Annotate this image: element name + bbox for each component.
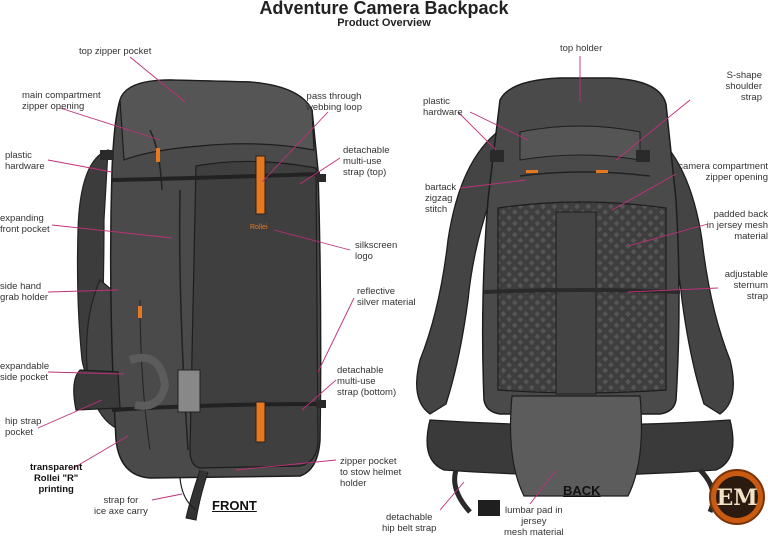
- front-view-label: FRONT: [212, 498, 257, 513]
- label-sternum-strap: adjustable sternum strap: [724, 269, 768, 302]
- label-side-hand-grab: side hand grab holder: [0, 281, 49, 303]
- label-back-plastic-hardware: plastic hardware: [423, 96, 463, 118]
- label-padded-back: padded back in jersey mesh material: [706, 209, 768, 242]
- label-reflective-material: reflective silver material: [357, 286, 416, 308]
- label-s-shape-strap: S-shape shoulder strap: [725, 70, 762, 103]
- label-top-holder: top holder: [560, 43, 603, 54]
- label-pass-through-loop: pass through webbing loop: [306, 91, 362, 113]
- label-bartack-stitch: bartack zigzag stitch: [425, 182, 457, 215]
- front-brand-logo: Rollei: [250, 224, 268, 231]
- label-front-plastic-hardware: plastic hardware: [5, 150, 45, 172]
- label-expandable-side-pocket: expandable side pocket: [0, 361, 50, 383]
- label-top-zipper-pocket: top zipper pocket: [79, 46, 152, 57]
- label-detachable-strap-bottom: detachable multi-use strap (bottom): [337, 365, 397, 398]
- em-logo-text: EM: [716, 485, 757, 511]
- front-backpack: [73, 79, 326, 521]
- label-camera-compartment: camera compartment zipper opening: [678, 161, 768, 183]
- label-detachable-strap-top: detachable multi-use strap (top): [343, 145, 390, 178]
- leader-lines: [37, 56, 719, 511]
- diagram-subtitle: Product Overview: [337, 17, 431, 29]
- label-hip-strap-pocket: hip strap pocket: [5, 416, 42, 438]
- em-logo-icon: EM: [709, 469, 765, 525]
- label-expanding-front-pocket: expanding front pocket: [0, 213, 50, 235]
- back-view-label: BACK: [563, 483, 601, 498]
- label-hip-belt-strap: detachable hip belt strap: [382, 512, 437, 534]
- label-silkscreen-logo: silkscreen logo: [355, 240, 398, 262]
- label-zipper-pocket-helmet: zipper pocket to stow helmet holder: [340, 456, 402, 489]
- label-main-compartment: main compartment zipper opening: [22, 90, 101, 112]
- label-transparent-rollei: transparent Rollei "R" printing: [30, 462, 83, 495]
- back-backpack: [416, 77, 734, 516]
- label-lumbar-pad: lumbar pad in jersey mesh material: [504, 505, 564, 538]
- diagram-title: Adventure Camera Backpack: [259, 0, 509, 18]
- label-strap-ice-axe: strap for ice axe carry: [94, 495, 148, 517]
